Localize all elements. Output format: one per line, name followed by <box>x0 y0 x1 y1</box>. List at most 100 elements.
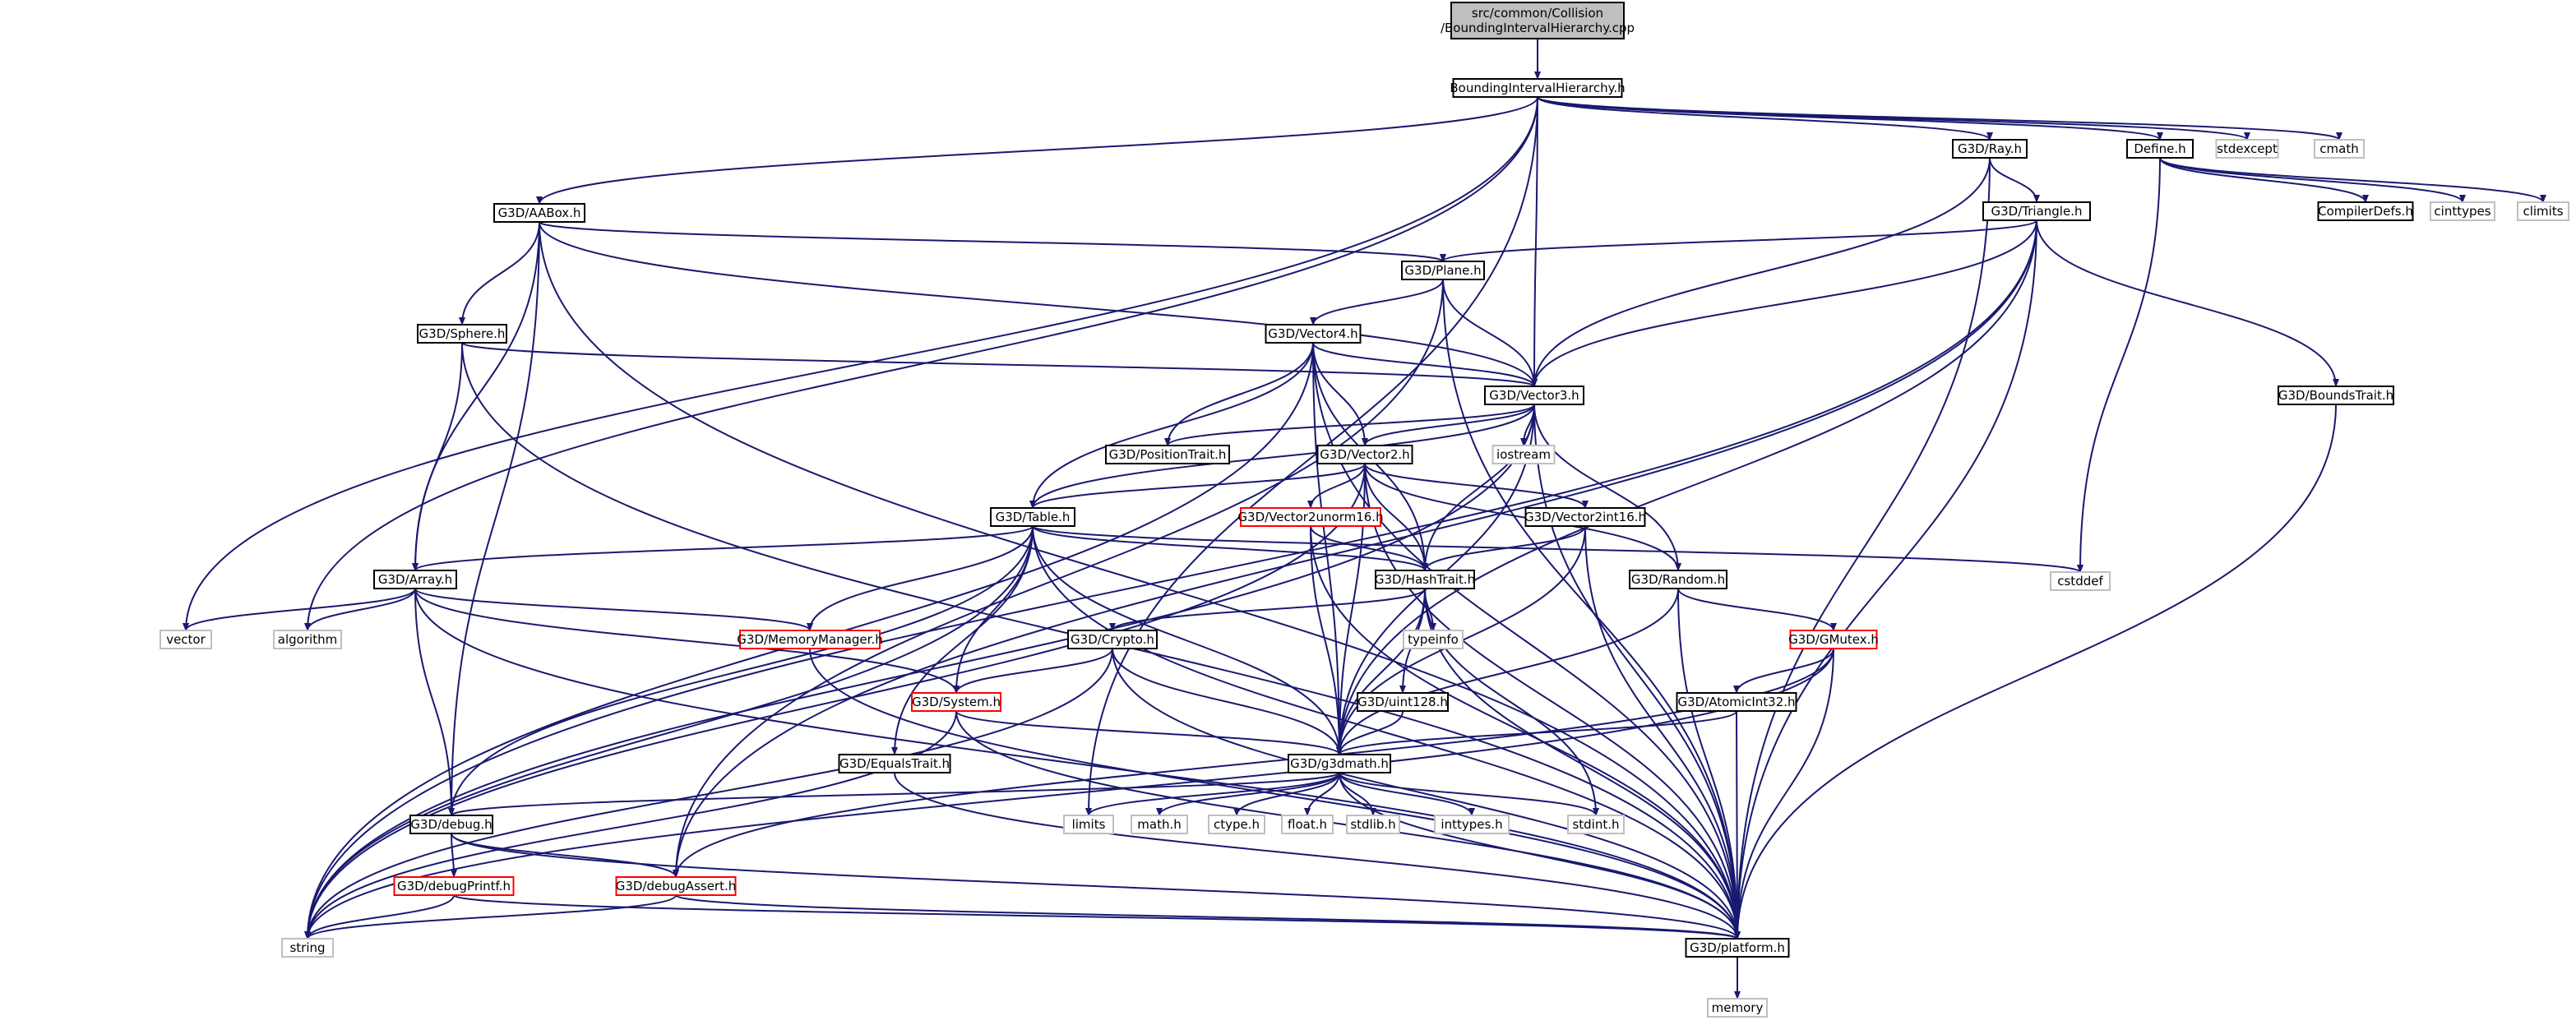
node-root[interactable]: src/common/Collision/BoundingIntervalHie… <box>1441 2 1635 39</box>
node-hashtrait[interactable]: G3D/HashTrait.h <box>1375 570 1475 589</box>
node-box <box>1288 754 1391 773</box>
edge-array-to-algorithm <box>304 588 416 631</box>
edge-g3dmath-to-platform <box>1339 772 1741 940</box>
node-label: G3D/Vector3.h <box>1489 388 1579 403</box>
node-crypto[interactable]: G3D/Crypto.h <box>1067 630 1158 649</box>
node-label: G3D/Plane.h <box>1404 263 1481 278</box>
node-vector4[interactable]: G3D/Vector4.h <box>1265 324 1362 344</box>
node-platform[interactable]: G3D/platform.h <box>1685 938 1790 958</box>
node-memmgr[interactable]: G3D/MemoryManager.h <box>737 630 883 649</box>
node-v2int[interactable]: G3D/Vector2int16.h <box>1524 507 1646 527</box>
edge-debugassert-to-platform <box>675 894 1741 940</box>
edge-vector2-to-table <box>1029 463 1366 509</box>
node-plane[interactable]: G3D/Plane.h <box>1401 261 1485 280</box>
edge-ray-to-platform <box>1734 157 1991 940</box>
node-label: float.h <box>1288 817 1327 832</box>
node-sphere[interactable]: G3D/Sphere.h <box>417 324 507 344</box>
edge-debug-to-platform <box>451 833 1741 940</box>
node-label: G3D/debugAssert.h <box>616 879 737 893</box>
node-triangle[interactable]: G3D/Triangle.h <box>1982 201 2091 221</box>
edge-array-to-vector <box>183 588 416 631</box>
edge-table-to-hashtrait <box>1032 525 1428 571</box>
node-label: G3D/debugPrintf.h <box>397 879 511 893</box>
node-label: ctype.h <box>1214 817 1260 832</box>
edge-table-to-cstddef <box>1032 525 2083 573</box>
node-system[interactable]: G3D/System.h <box>911 692 1001 712</box>
edge-vector2-to-platform <box>1364 463 1741 940</box>
node-gmutex[interactable]: G3D/GMutex.h <box>1788 630 1879 649</box>
node-boundstrait[interactable]: G3D/BoundsTrait.h <box>2278 386 2394 405</box>
edge-gmutex-to-string <box>304 648 1834 940</box>
node-bih[interactable]: BoundingIntervalHierarchy.h <box>1450 78 1626 98</box>
node-debugassert[interactable]: G3D/debugAssert.h <box>615 876 737 896</box>
edge-g3dmath-to-inttypes <box>1339 772 1475 816</box>
node-label: G3D/Vector2.h <box>1320 447 1409 462</box>
node-label: G3D/MemoryManager.h <box>737 632 882 647</box>
edge-hashtrait-to-g3dmath <box>1336 588 1426 755</box>
node-box <box>1105 445 1230 464</box>
node-box <box>2050 571 2111 591</box>
edge-debugprintf-to-platform <box>453 894 1741 940</box>
node-box <box>2278 386 2394 405</box>
node-array[interactable]: G3D/Array.h <box>373 570 457 589</box>
node-label: /BoundingIntervalHierarchy.cpp <box>1441 21 1635 35</box>
edge-define-to-compilerdefs <box>2159 157 2369 203</box>
node-vector3[interactable]: G3D/Vector3.h <box>1484 386 1584 405</box>
node-label: vector <box>166 632 206 647</box>
edge-g3dmath-to-stdint <box>1339 772 1599 816</box>
node-box <box>2314 139 2365 159</box>
node-box <box>1316 445 1413 464</box>
node-define[interactable]: Define.h <box>2126 139 2194 159</box>
node-random[interactable]: G3D/Random.h <box>1629 570 1727 589</box>
edge-bih-to-vector <box>183 96 1538 631</box>
node-label: G3D/Table.h <box>996 510 1071 524</box>
node-box <box>393 876 515 896</box>
edge-g3dmath-to-math <box>1156 772 1340 816</box>
edge-array-to-debug <box>414 588 455 816</box>
edge-ray-to-vector3 <box>1531 157 1991 387</box>
node-uint128[interactable]: G3D/uint128.h <box>1357 692 1449 712</box>
node-label: G3D/uint128.h <box>1357 695 1448 709</box>
edge-vector2-to-v2unorm <box>1307 463 1366 509</box>
node-label: G3D/HashTrait.h <box>1375 572 1475 587</box>
node-float: float.h <box>1281 815 1334 834</box>
node-inttypes: inttypes.h <box>1434 815 1510 834</box>
node-label: cmath <box>2319 141 2358 156</box>
node-ray[interactable]: G3D/Ray.h <box>1952 139 2028 159</box>
node-g3dmath[interactable]: G3D/g3dmath.h <box>1288 754 1391 773</box>
edge-hashtrait-to-stdint <box>1424 588 1599 816</box>
node-box <box>417 324 507 344</box>
node-label: cstddef <box>2057 574 2103 589</box>
edge-hashtrait-to-crypto <box>1109 588 1426 631</box>
edge-random-to-gmutex <box>1677 588 1837 631</box>
node-box <box>373 570 457 589</box>
edge-plane-to-vector4 <box>1310 279 1444 326</box>
node-label: src/common/Collision <box>1472 6 1603 21</box>
node-aabox[interactable]: G3D/AABox.h <box>493 203 585 223</box>
node-vector2[interactable]: G3D/Vector2.h <box>1316 445 1413 464</box>
edge-crypto-to-string <box>304 648 1113 940</box>
node-box <box>1484 386 1584 405</box>
node-memory: memory <box>1707 998 1768 1018</box>
node-cstddef: cstddef <box>2050 571 2111 591</box>
edge-plane-to-vector3 <box>1442 279 1538 387</box>
edge-debugprintf-to-string <box>304 894 455 940</box>
node-compilerdefs[interactable]: CompilerDefs.h <box>2317 201 2414 221</box>
node-positiontrait[interactable]: G3D/PositionTrait.h <box>1105 445 1230 464</box>
node-debug[interactable]: G3D/debug.h <box>409 815 493 834</box>
node-label: stdexcept <box>2217 141 2278 156</box>
node-debugprintf[interactable]: G3D/debugPrintf.h <box>393 876 515 896</box>
node-box <box>493 203 585 223</box>
edge-bih-to-ray <box>1537 96 1993 141</box>
node-atomic[interactable]: G3D/AtomicInt32.h <box>1676 692 1797 712</box>
node-v2unorm[interactable]: G3D/Vector2unorm16.h <box>1237 507 1384 527</box>
edge-g3dmath-to-limits <box>1085 772 1340 816</box>
node-table[interactable]: G3D/Table.h <box>990 507 1075 527</box>
node-equals[interactable]: G3D/EqualsTrait.h <box>838 754 951 773</box>
node-box <box>409 815 493 834</box>
edge-g3dmath-to-ctype <box>1233 772 1340 816</box>
node-box <box>1707 998 1768 1018</box>
edge-aabox-to-sphere <box>459 221 540 326</box>
node-label: G3D/EqualsTrait.h <box>839 756 950 771</box>
node-label: memory <box>1712 1000 1764 1015</box>
